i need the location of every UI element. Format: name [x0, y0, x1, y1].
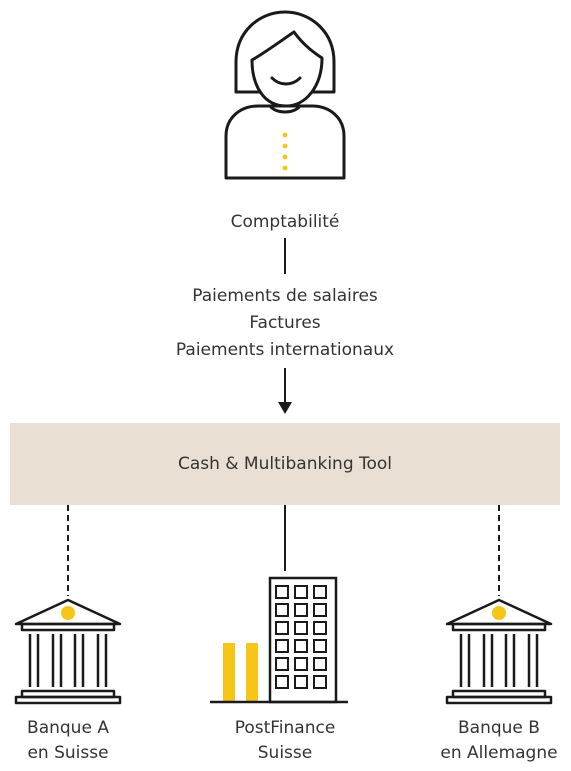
accounting-label: Comptabilité [185, 210, 385, 235]
accounting-text: Comptabilité [230, 212, 340, 232]
payment-flows: Paiements de salaires Factures Paiements… [85, 283, 485, 364]
postfinance-line1: PostFinance [234, 718, 336, 738]
bank-icon [445, 598, 553, 705]
smile [270, 76, 302, 86]
flow-salaries: Paiements de salaires [192, 286, 378, 306]
bank-b-label: Banque B en Allemagne [424, 716, 571, 766]
hair-outline [234, 10, 336, 94]
bank-a-label: Banque A en Suisse [0, 716, 138, 766]
bank-icon [14, 598, 122, 705]
shirt-buttons [282, 132, 288, 171]
bank-b-line2: en Allemagne [440, 743, 558, 763]
office-building-icon [210, 576, 348, 704]
flow-international: Paiements internationaux [175, 340, 395, 360]
body-outline [224, 104, 346, 180]
bank-a-line1: Banque A [27, 718, 109, 738]
flow-arrow-head [278, 402, 292, 414]
bank-b-line1: Banque B [458, 718, 540, 738]
neck-line [268, 104, 302, 114]
tool-label: Cash & Multibanking Tool [177, 454, 393, 474]
accountant-woman-icon [224, 10, 346, 180]
tool-band-bg [10, 423, 560, 505]
multibanking-tool: Cash & Multibanking Tool [10, 423, 560, 505]
flow-invoices: Factures [249, 313, 321, 333]
postfinance-line2: Suisse [257, 743, 313, 763]
postfinance-label: PostFinance Suisse [210, 716, 360, 766]
face-outline [250, 30, 324, 108]
bank-a-line2: en Suisse [27, 743, 109, 763]
